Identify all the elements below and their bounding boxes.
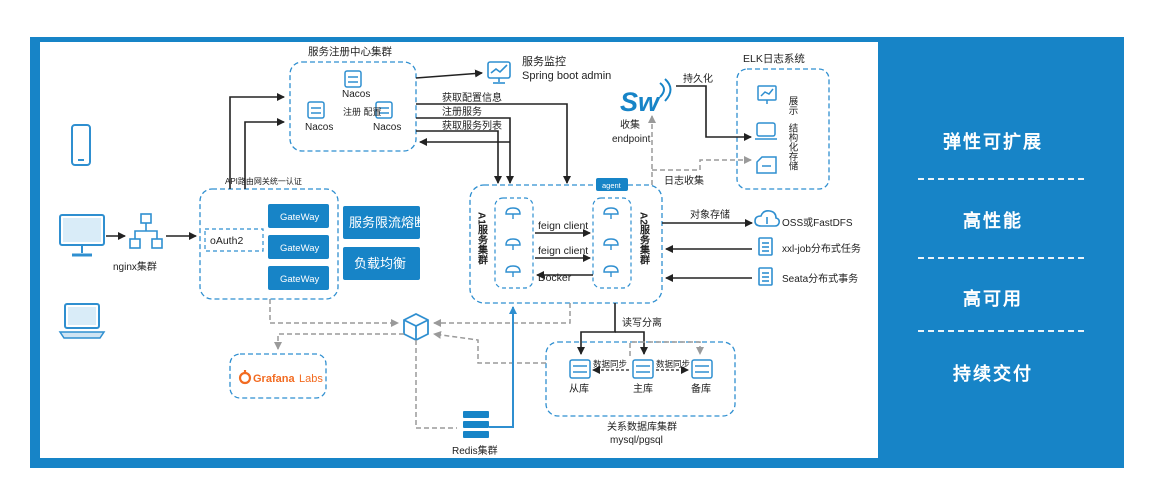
skywalking-logo: Sw [620,78,672,117]
elk-show-icon [757,85,777,104]
feature-elastic: 弹性可扩展 [943,132,1043,152]
rate-limit-label: 服务限流熔断 [349,215,427,230]
laptop-icon [58,303,106,339]
monitor-chart-icon [487,61,511,84]
mobile-phone-icon [71,124,91,166]
hub-cube-icon [403,312,429,342]
redis-server-icon [463,411,489,438]
nacos-label-left: Nacos [305,122,333,133]
get-list-label: 获取服务列表 [442,119,502,132]
nginx-network-icon [129,213,163,249]
load-balance-label: 负载均衡 [354,256,406,271]
db-cluster-label: 关系数据库集群 [607,420,677,433]
elk-title: ELK日志系统 [743,52,805,65]
nacos-label-top: Nacos [342,89,370,100]
db-types-label: mysql/pgsql [610,435,663,446]
api-gateway-label: API路由网关统一认证 [225,176,302,186]
api-gateway-box [199,188,339,300]
persist-label: 持久化 [683,72,713,85]
grafana-logo-icon [238,370,252,385]
db-backup-icon [691,359,713,379]
rate-limit-block [343,206,420,239]
architecture-diagram: Sw [106,45,861,457]
gateway-label-3: GateWay [280,274,319,285]
docker-label: Docker [538,272,572,284]
db-cluster-box [545,341,736,417]
register-label: 注册服务 [442,105,482,118]
registry-label: 注册 配置 [343,106,382,117]
agent-label: agent [602,181,622,190]
oss-cloud-icon [754,210,780,227]
feature-performance: 高性能 [963,211,1023,231]
a1-cluster-label: A1服务集群 [476,212,489,266]
elk-box [736,68,830,190]
separator [918,330,1084,332]
gateway-label-1: GateWay [280,212,319,223]
oss-label: OSS或FastDFS [782,217,853,229]
load-balance-block [343,247,420,280]
elk-struct-icon [756,156,777,174]
service-node-icons [505,207,619,277]
registry-cluster-label: 服务注册中心集群 [308,45,392,58]
gateway-buttons [268,204,329,290]
service-cluster-box [469,184,663,304]
xxljob-label: xxl-job分布式任务 [782,242,861,255]
nacos-label-right: Nacos [373,122,401,133]
seata-label: Seata分布式事务 [782,272,858,285]
log-collect-label: 日志收集 [664,174,704,187]
feign-label-1: feign client [538,220,588,232]
redis-label: Redis集群 [452,444,498,457]
grafana-labs-label: Labs [299,373,323,385]
nginx-label: nginx集群 [113,260,157,273]
object-storage-label: 对象存储 [690,208,730,221]
diagram-panel [40,42,878,458]
db-slave-icon [569,359,591,379]
agent-badge [596,178,628,191]
elk-struct-label: 结构化存储 [787,122,799,171]
elk-show-label: 展示 [787,96,799,115]
feign-label-2: feign client [538,245,588,257]
desktop-monitor-icon [59,214,105,257]
rw-split-label: 读写分离 [622,316,662,329]
collect-label: 收集 [620,118,640,131]
slave-label: 从库 [569,382,589,395]
db-sync-label-2: 数据同步 [656,359,690,369]
endpoint-label: endpoint [612,134,651,145]
separator [918,178,1084,180]
gateway-label-2: GateWay [280,243,319,254]
oauth-label: oAuth2 [210,235,243,247]
grafana-label: Grafana [253,373,295,385]
xxljob-doc-icon [758,237,773,256]
db-sync-label-1: 数据同步 [593,359,627,369]
registry-cluster-box [289,61,417,152]
monitor-app-label: Spring boot admin [522,70,611,82]
seata-doc-icon [758,267,773,286]
skywalking-text: Sw [620,87,661,117]
grafana-box [229,353,327,399]
a2-cluster-label: A2服务集群 [638,212,651,266]
master-label: 主库 [633,382,653,395]
feature-delivery: 持续交付 [953,364,1033,384]
db-master-icon [632,359,654,379]
nacos-server-icon [307,70,393,119]
monitor-label: 服务监控 [522,54,566,68]
feature-availability: 高可用 [963,289,1023,309]
separator [918,257,1084,259]
get-config-label: 获取配置信息 [442,91,502,104]
elk-storage-icon [755,122,777,140]
backup-label: 备库 [691,382,711,395]
